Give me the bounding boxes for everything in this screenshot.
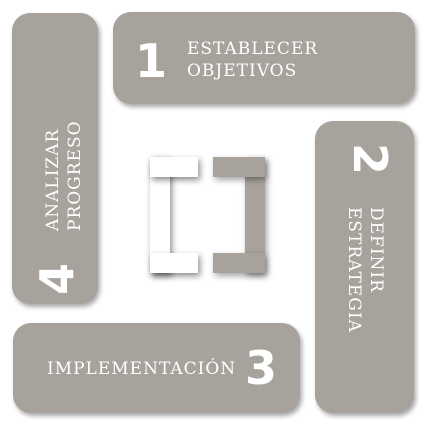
step-2-card: 2 DEFINIR ESTRATEGIA [315, 121, 414, 413]
step-1-card: 1 ESTABLECER OBJETIVOS [113, 12, 415, 104]
step-2-label-line2: ESTRATEGIA [344, 207, 364, 333]
left-bracket-top [150, 157, 198, 177]
step-4-label-line1: ANALIZAR [43, 128, 63, 231]
step-2-number: 2 [343, 143, 397, 176]
step-4-number: 4 [30, 262, 84, 295]
step-3-number: 3 [245, 341, 278, 395]
step-2-label-line1: DEFINIR [366, 207, 386, 293]
step-1-label-line1: ESTABLECER [187, 39, 319, 59]
right-bracket-bar [245, 157, 265, 273]
step-3-card: IMPLEMENTACIÓN 3 [13, 323, 300, 413]
step-1-number: 1 [135, 34, 168, 88]
left-bracket-bottom [150, 253, 198, 273]
right-bracket-top [213, 157, 265, 177]
step-4-label-line2: PROGRESO [65, 120, 85, 231]
step-4-card: 4 ANALIZAR PROGRESO [12, 13, 98, 304]
right-bracket-bottom [213, 253, 265, 273]
left-bracket-bar [150, 157, 170, 273]
step-3-label: IMPLEMENTACIÓN [47, 359, 237, 379]
step-1-label-line2: OBJETIVOS [187, 61, 298, 81]
